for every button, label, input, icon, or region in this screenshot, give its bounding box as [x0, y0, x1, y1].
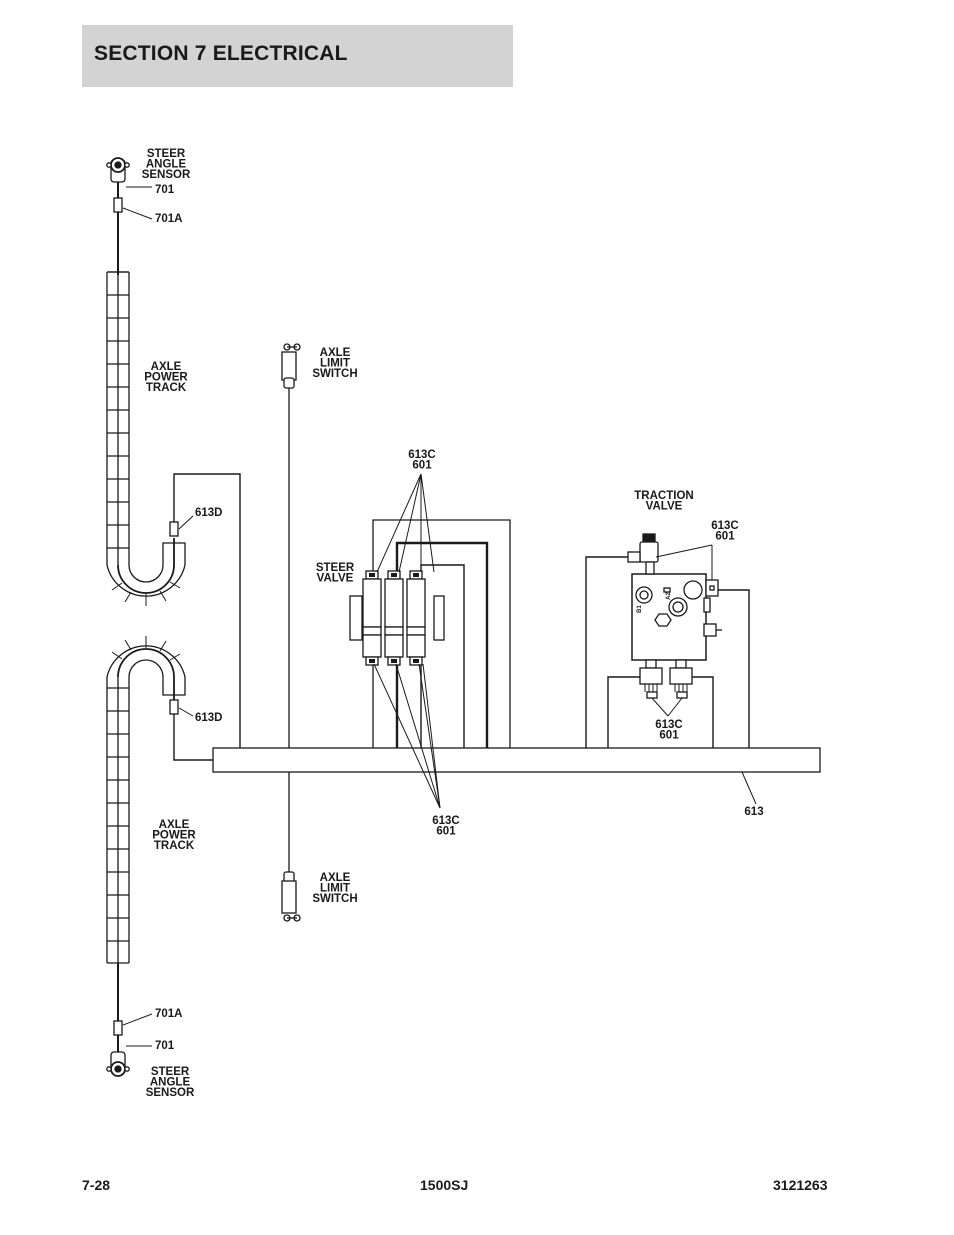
port-b1-label: B1: [637, 605, 643, 613]
axle-limit-switch-top: [281, 343, 301, 748]
label-wire-613d-bottom: 613D: [195, 712, 223, 724]
label-harness-613: 613: [744, 806, 763, 818]
label-wire-701-top: 701: [155, 184, 175, 196]
connector-613d-bottom: [169, 699, 179, 715]
steer-valve: [349, 519, 511, 748]
label-wire-701a-top: 701A: [155, 213, 183, 225]
section-title: SECTION 7 ELECTRICAL: [94, 42, 348, 65]
wire-613d-bottom-route: [173, 714, 213, 761]
footer-doc-number: 3121263: [773, 1177, 828, 1193]
footer-model: 1500SJ: [420, 1177, 469, 1193]
connector-613d-top: [169, 521, 179, 537]
wire-701a-top-leader: [122, 207, 153, 220]
traction-valve: [585, 533, 750, 748]
axle-power-track-bottom: [106, 636, 186, 964]
footer-page-number: 7-28: [82, 1177, 111, 1193]
section-header: SECTION 7 ELECTRICAL: [82, 25, 513, 87]
wire-613d-top-route: [173, 473, 241, 748]
port-a2-label: A2: [666, 592, 672, 600]
axle-limit-switch-bottom: [281, 772, 301, 922]
wire-613d-bottom-leader: [178, 707, 194, 717]
harness-613: [212, 747, 821, 773]
steer-valve-coil-1: [362, 570, 382, 666]
label-wire-613d-top: 613D: [195, 507, 223, 519]
steer-valve-coil-2: [384, 570, 404, 666]
steer-angle-sensor-top: [106, 157, 130, 275]
steer-angle-sensor-bottom: [106, 963, 130, 1077]
leader-lines: [373, 473, 713, 809]
label-wire-701-bottom: 701: [155, 1040, 175, 1052]
axle-power-track-top: [106, 271, 186, 606]
label-wire-701a-bottom: 701A: [155, 1008, 183, 1020]
harness-613-leader: [741, 771, 757, 805]
steer-valve-coil-3: [406, 570, 426, 666]
wire-701a-bottom-leader: [122, 1013, 153, 1026]
wire-613d-top-leader: [178, 515, 194, 530]
